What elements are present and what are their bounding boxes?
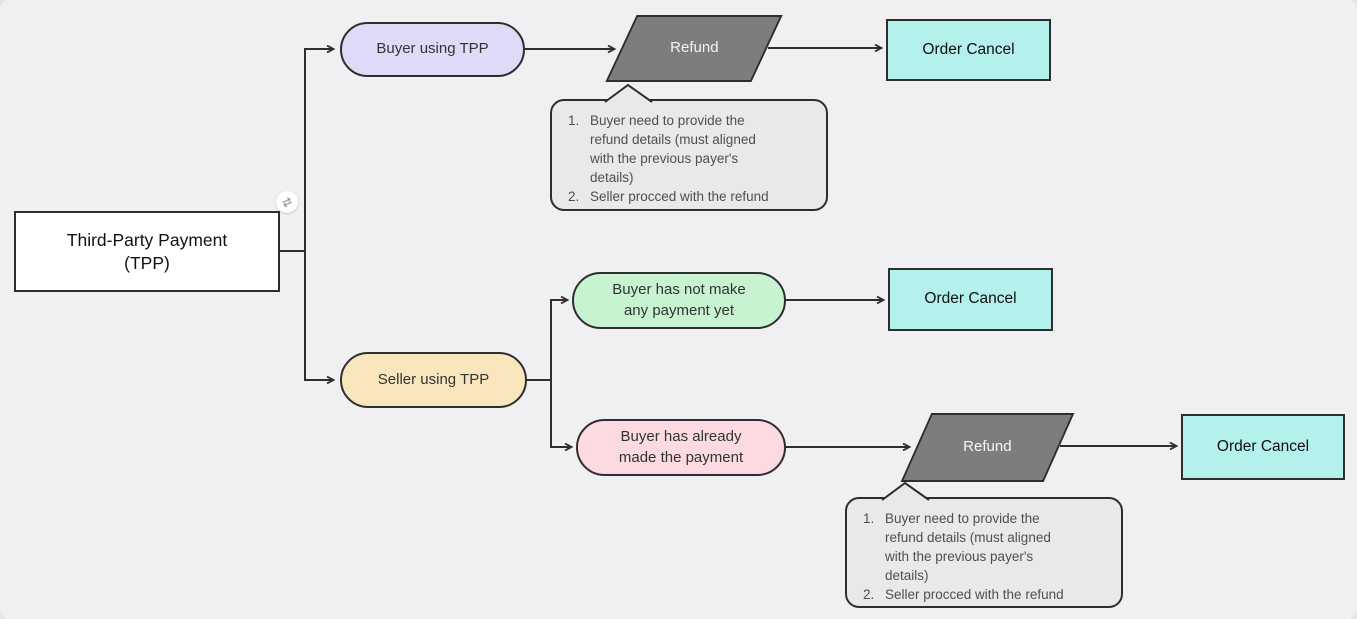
edge-seller-to-paid — [550, 380, 574, 452]
node-seller-using-tpp[interactable]: Seller using TPP — [340, 352, 527, 408]
node-label: Refund — [963, 438, 1012, 456]
edge-root-to-seller-tpp — [304, 251, 336, 385]
node-label-line: Buyer has not make — [612, 281, 746, 299]
note-refund-steps-top[interactable]: 1. Buyer need to provide the refund deta… — [550, 99, 828, 211]
note-refund-steps-bottom[interactable]: 1. Buyer need to provide the refund deta… — [845, 497, 1123, 608]
node-buyer-already-paid[interactable]: Buyer has already made the payment — [576, 419, 786, 476]
node-refund-bottom[interactable]: Refund — [900, 413, 1075, 482]
node-label: Refund — [669, 39, 719, 57]
node-label-line: Buyer has already — [620, 428, 742, 446]
node-buyer-using-tpp[interactable]: Buyer using TPP — [340, 22, 525, 77]
node-label-line: Third-Party Payment — [66, 229, 228, 250]
note-list-item: 2. Seller procced with the refund — [863, 586, 1064, 602]
node-third-party-payment[interactable]: Third-Party Payment (TPP) — [14, 211, 280, 292]
node-label: Order Cancel — [924, 290, 1017, 308]
node-label-line: any payment yet — [623, 301, 735, 319]
note-list-item: 1. Buyer need to provide the refund deta… — [863, 511, 1051, 583]
node-label: Order Cancel — [922, 40, 1015, 58]
node-buyer-no-payment[interactable]: Buyer has not make any payment yet — [572, 272, 786, 329]
note-list-item: 2. Seller procced with the refund — [568, 188, 769, 204]
node-order-cancel-top[interactable]: Order Cancel — [886, 19, 1051, 81]
edge-seller-to-no-payment — [527, 295, 570, 381]
node-refund-top[interactable]: Refund — [605, 15, 783, 82]
node-label-line: (TPP) — [124, 252, 170, 273]
node-order-cancel-bottom[interactable]: Order Cancel — [1181, 414, 1345, 480]
swap-arrows-icon[interactable]: ⇄ — [276, 191, 298, 213]
node-label: Buyer using TPP — [376, 40, 489, 58]
node-label: Order Cancel — [1216, 437, 1310, 455]
node-order-cancel-mid[interactable]: Order Cancel — [888, 268, 1053, 331]
node-label-line: made the payment — [618, 448, 744, 466]
node-label: Seller using TPP — [377, 370, 490, 388]
note-list-item: 1. Buyer need to provide the refund deta… — [568, 113, 756, 185]
edge-root-to-buyer-tpp — [280, 44, 336, 252]
